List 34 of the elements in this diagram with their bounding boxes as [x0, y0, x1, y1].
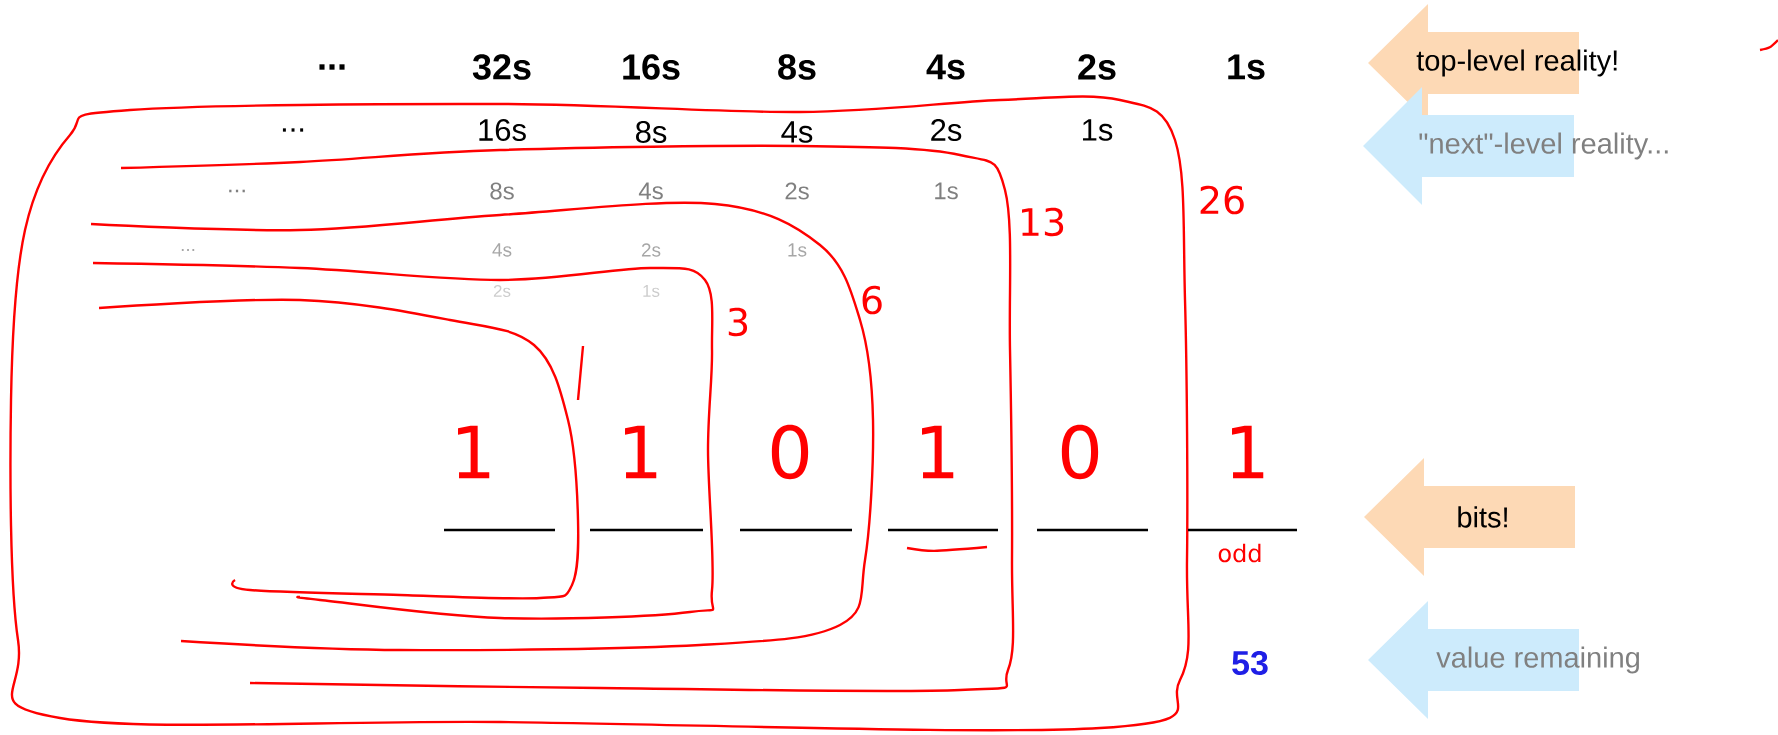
bit-digit: 1 — [625, 425, 657, 479]
time-label: 1s — [1083, 119, 1113, 141]
time-label: 4s — [492, 243, 512, 257]
bit-digit: 0 — [1061, 424, 1099, 480]
value-number: 53 — [1232, 650, 1268, 676]
time-label: 4s — [638, 182, 663, 200]
time-label: ... — [229, 189, 245, 193]
time-label: 2s — [641, 243, 661, 257]
time-heading: 1s — [1228, 54, 1265, 80]
time-heading: 16s — [623, 54, 680, 80]
handwritten-note: odd — [1218, 543, 1261, 563]
time-heading: ... — [319, 64, 345, 70]
time-label: ... — [282, 128, 304, 132]
time-label: 8s — [636, 121, 667, 143]
time-label: 1s — [935, 182, 958, 200]
time-heading: 4s — [926, 54, 965, 80]
bit-digit: 1 — [1232, 425, 1264, 479]
bit-digit: 1 — [458, 425, 490, 479]
handwritten-number: 26 — [1200, 185, 1244, 215]
time-label: 4s — [781, 121, 813, 143]
time-label: 2s — [931, 119, 962, 141]
time-label: 2s — [785, 182, 809, 200]
handwritten-number: 6 — [862, 285, 882, 315]
handwritten-number: 3 — [728, 307, 748, 337]
bit-digit: 0 — [771, 424, 809, 480]
bit-digit: 1 — [922, 425, 954, 479]
time-heading: 2s — [1078, 54, 1116, 80]
time-heading: 32s — [472, 54, 531, 80]
handwritten-number: 13 — [1022, 207, 1064, 237]
time-heading: 8s — [778, 54, 816, 80]
time-label: 1s — [788, 243, 807, 257]
time-label: 16s — [479, 119, 526, 141]
time-label: ... — [181, 249, 195, 251]
time-label: 8s — [490, 182, 514, 200]
